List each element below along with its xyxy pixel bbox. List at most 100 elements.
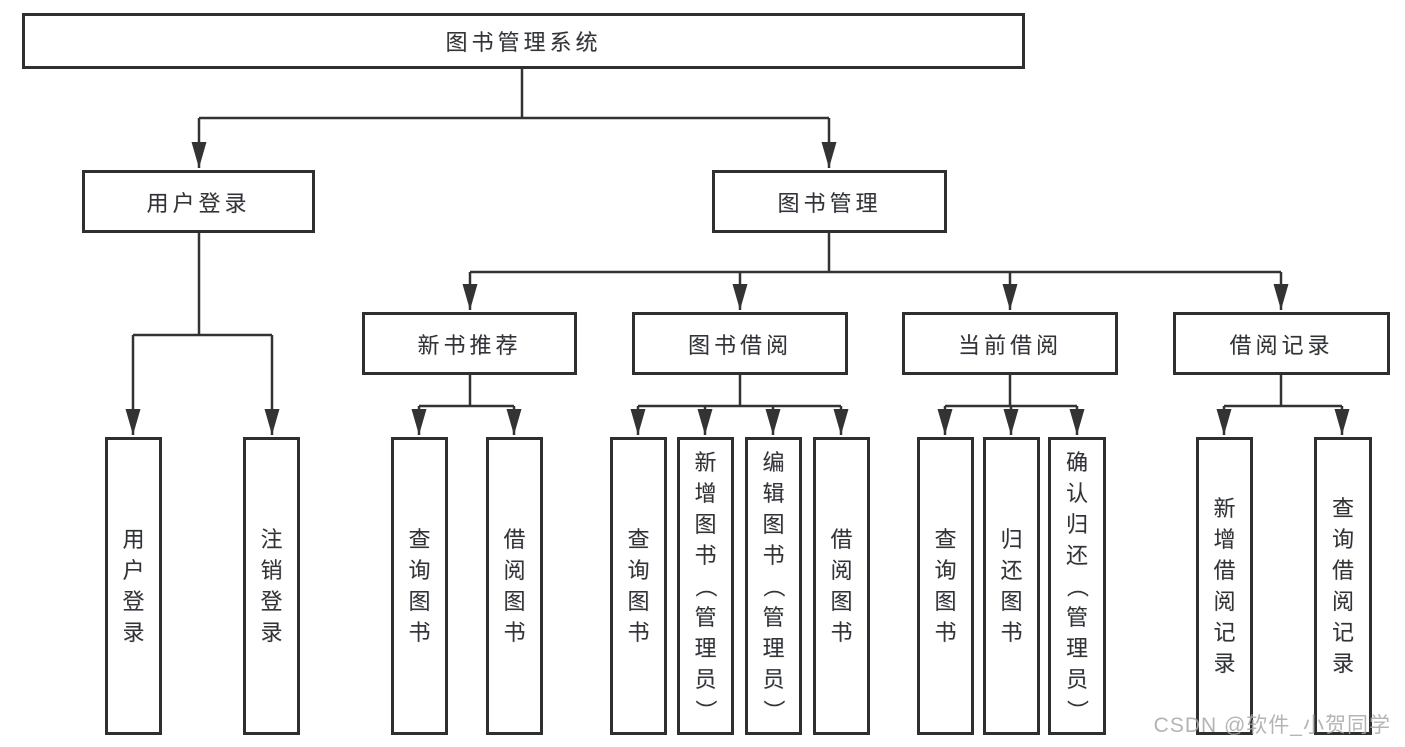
node-label-char: 员	[694, 666, 717, 692]
node-label-char: ）	[761, 698, 786, 721]
node-label-char: 辑	[762, 480, 785, 506]
node-label-char: （	[1064, 574, 1090, 597]
node-leaf-query-borrow-record: 查询借阅记录	[1314, 437, 1372, 735]
arrowhead-icon	[411, 409, 427, 435]
node-label-char: 理	[694, 635, 717, 661]
node-label-char: 书	[1000, 620, 1023, 645]
arrowhead-icon	[506, 409, 522, 435]
node-label-char: 借	[830, 527, 853, 552]
node-label-char: 书	[627, 620, 650, 645]
node-label-char: 查	[627, 527, 650, 552]
node-current-borrowing: 当前借阅	[902, 312, 1118, 375]
arrowhead-icon	[732, 284, 748, 310]
node-label-char: 查	[1331, 496, 1354, 521]
arrowhead-icon	[125, 409, 141, 435]
node-label: 借阅记录	[1229, 332, 1334, 358]
node-label-char: 登	[260, 589, 283, 614]
arrowhead-icon	[821, 142, 837, 168]
arrowhead-icon	[1069, 409, 1085, 435]
node-borrowing-records: 借阅记录	[1173, 312, 1390, 375]
node-label: 当前借阅	[957, 332, 1062, 358]
node-label: 图书管理	[777, 190, 882, 216]
node-label-char: 销	[260, 558, 283, 583]
node-label-char: 图	[1000, 589, 1023, 614]
arrowhead-icon	[1273, 284, 1289, 310]
arrowhead-icon	[1002, 284, 1018, 310]
node-label-char: 新	[1213, 496, 1236, 521]
node-leaf-borrow-books-2: 借阅图书	[813, 437, 870, 735]
node-label-char: 图	[830, 589, 853, 614]
node-label-char: 员	[762, 666, 785, 692]
node-label-char: 户	[122, 558, 145, 583]
node-leaf-query-books-2: 查询图书	[610, 437, 667, 735]
node-label: 图书管理系统	[445, 30, 602, 55]
arrowhead-icon	[264, 409, 280, 435]
node-label-char: 借	[1213, 558, 1236, 583]
node-label-char: 阅	[1213, 589, 1236, 614]
arrowhead-icon	[1003, 409, 1019, 435]
arrowhead-icon	[765, 409, 781, 435]
node-label-char: 图	[934, 589, 957, 614]
node-label-char: （	[761, 574, 786, 597]
node-label-char: 查	[934, 527, 957, 552]
arrowhead-icon	[630, 409, 646, 435]
node-leaf-edit-books-admin: 编辑图书（管理员）	[745, 437, 802, 735]
node-label-char: 书	[762, 542, 785, 568]
node-label-char: ）	[693, 698, 718, 721]
node-label-char: 管	[1065, 604, 1088, 630]
node-leaf-confirm-return-admin: 确认归还（管理员）	[1048, 437, 1106, 735]
node-label-char: 询	[1331, 527, 1354, 552]
arrowhead-icon	[191, 142, 207, 168]
node-label-char: 还	[1065, 542, 1088, 568]
node-label-char: 归	[1000, 527, 1023, 552]
node-label-char: 管	[694, 604, 717, 630]
node-user-login: 用户登录	[82, 170, 315, 233]
arrowhead-icon	[462, 284, 478, 310]
node-label-char: 认	[1065, 480, 1088, 506]
node-label-char: 书	[934, 620, 957, 645]
node-label-char: 用	[122, 527, 145, 552]
node-label-char: 记	[1331, 620, 1354, 645]
node-label-char: 询	[934, 558, 957, 583]
arrowhead-icon	[833, 409, 849, 435]
node-label-char: 阅	[503, 558, 526, 583]
node-leaf-add-borrow-record: 新增借阅记录	[1196, 437, 1253, 735]
node-label-char: 询	[627, 558, 650, 583]
node-label: 用户登录	[146, 190, 251, 216]
node-book-borrowing: 图书借阅	[632, 312, 848, 375]
node-root: 图书管理系统	[22, 13, 1025, 69]
node-leaf-user-login: 用户登录	[105, 437, 162, 735]
node-label-char: 增	[694, 480, 717, 506]
node-label-char: 新	[694, 449, 717, 475]
node-label-char: 书	[830, 620, 853, 645]
node-label-char: 阅	[1331, 589, 1354, 614]
node-label-char: 图	[503, 589, 526, 614]
node-label-char: 理	[762, 635, 785, 661]
node-label-char: 增	[1213, 527, 1236, 552]
node-label-char: 查	[408, 527, 431, 552]
node-leaf-add-books-admin: 新增图书（管理员）	[677, 437, 734, 735]
node-label-char: 注	[260, 527, 283, 552]
node-leaf-query-books-3: 查询图书	[917, 437, 974, 735]
node-label-char: 书	[408, 620, 431, 645]
node-leaf-logout: 注销登录	[243, 437, 300, 735]
node-label-char: 询	[408, 558, 431, 583]
arrowhead-icon	[1216, 409, 1232, 435]
node-leaf-borrow-books-1: 借阅图书	[486, 437, 543, 735]
node-label-char: 还	[1000, 558, 1023, 583]
node-label-char: 录	[122, 620, 145, 645]
node-label-char: 借	[503, 527, 526, 552]
node-label-char: 书	[694, 542, 717, 568]
node-label-char: 图	[627, 589, 650, 614]
arrowhead-icon	[697, 409, 713, 435]
node-label-char: 员	[1065, 666, 1088, 692]
node-label-char: 借	[1331, 558, 1354, 583]
node-label-char: 编	[762, 449, 785, 475]
node-label-char: 录	[1213, 651, 1236, 676]
node-new-book-recommend: 新书推荐	[362, 312, 577, 375]
node-label-char: 书	[503, 620, 526, 645]
node-label-char: 录	[260, 620, 283, 645]
